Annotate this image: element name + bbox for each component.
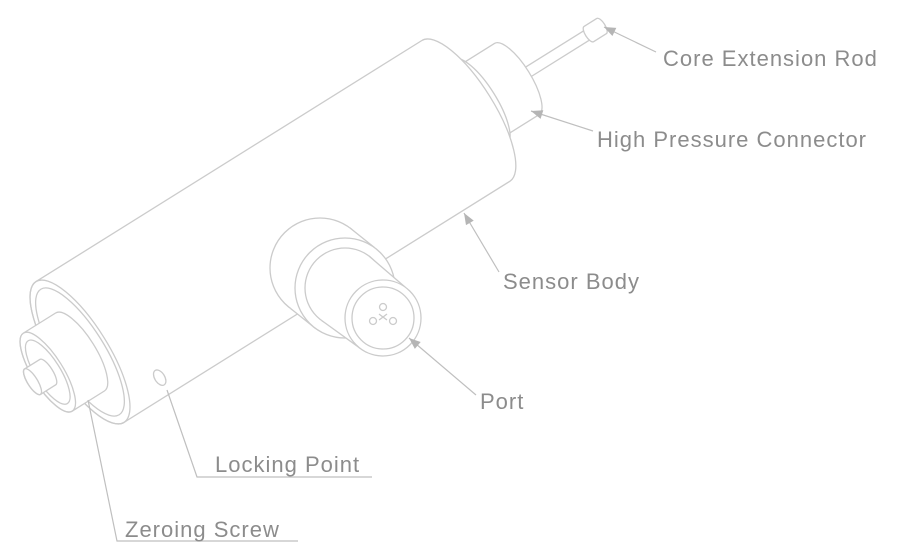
label-locking-point: Locking Point (215, 452, 361, 477)
label-sensor-body: Sensor Body (503, 269, 640, 294)
label-core-extension-rod: Core Extension Rod (663, 46, 878, 71)
label-port: Port (480, 389, 525, 414)
locking-point-drawing (152, 369, 167, 386)
leader-core-extension-rod (603, 26, 657, 53)
leader-sensor-body (463, 212, 500, 273)
core-extension-rod-drawing (513, 17, 608, 85)
leader-high-pressure-connector (530, 110, 594, 132)
label-high-pressure-connector: High Pressure Connector (597, 127, 868, 152)
leader-locking-point (166, 389, 372, 478)
leader-lines (87, 26, 657, 542)
sensor-drawing (19, 17, 608, 425)
port-pins-drawing (368, 302, 398, 326)
leader-zeroing-screw (87, 399, 298, 542)
leader-port (408, 337, 477, 396)
label-zeroing-screw: Zeroing Screw (125, 517, 280, 542)
port-drawing (269, 217, 422, 357)
zeroing-screw-drawing (19, 311, 109, 413)
